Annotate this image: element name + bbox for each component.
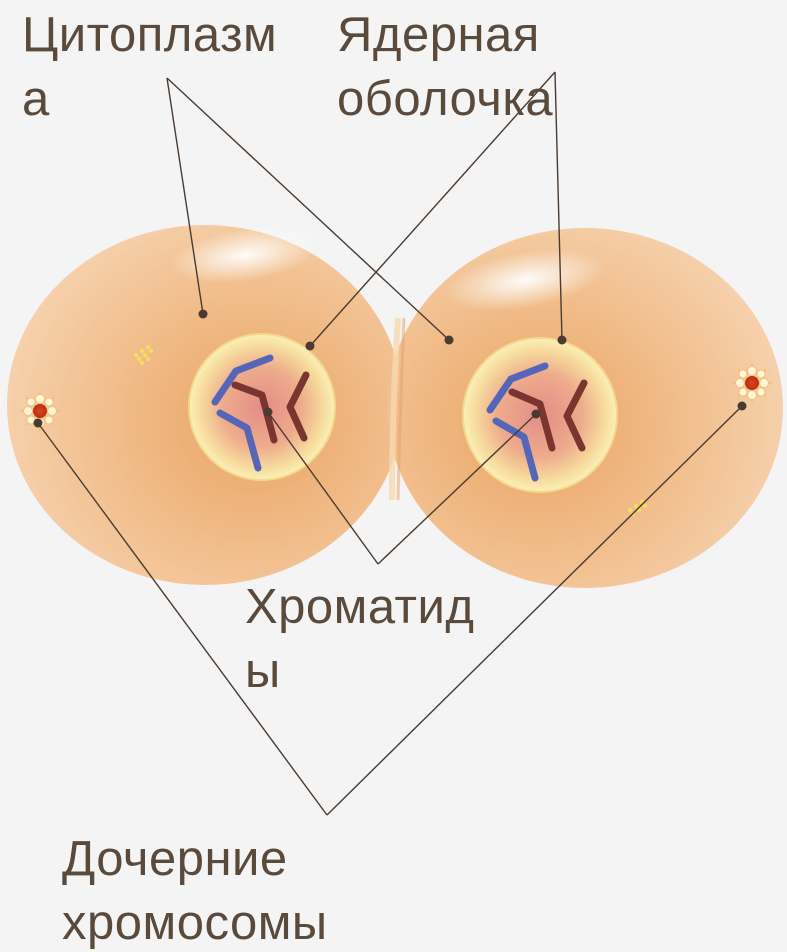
label-daughter-chromosomes-line1: Дочерние bbox=[62, 830, 288, 888]
left-nucleus bbox=[189, 334, 335, 480]
label-chromatids-line1: Хроматид bbox=[245, 578, 474, 636]
label-cytoplasm-line2: а bbox=[22, 70, 50, 128]
label-daughter-chromosomes-line2: хромосомы bbox=[62, 894, 328, 952]
label-cytoplasm-line1: Цитоплазм bbox=[22, 6, 277, 64]
label-nuclear-envelope-line2: оболочка bbox=[337, 70, 553, 128]
label-chromatids-line2: ы bbox=[245, 642, 281, 700]
label-nuclear-envelope-line1: Ядерная bbox=[337, 6, 540, 64]
centrosome-icon bbox=[732, 363, 772, 403]
